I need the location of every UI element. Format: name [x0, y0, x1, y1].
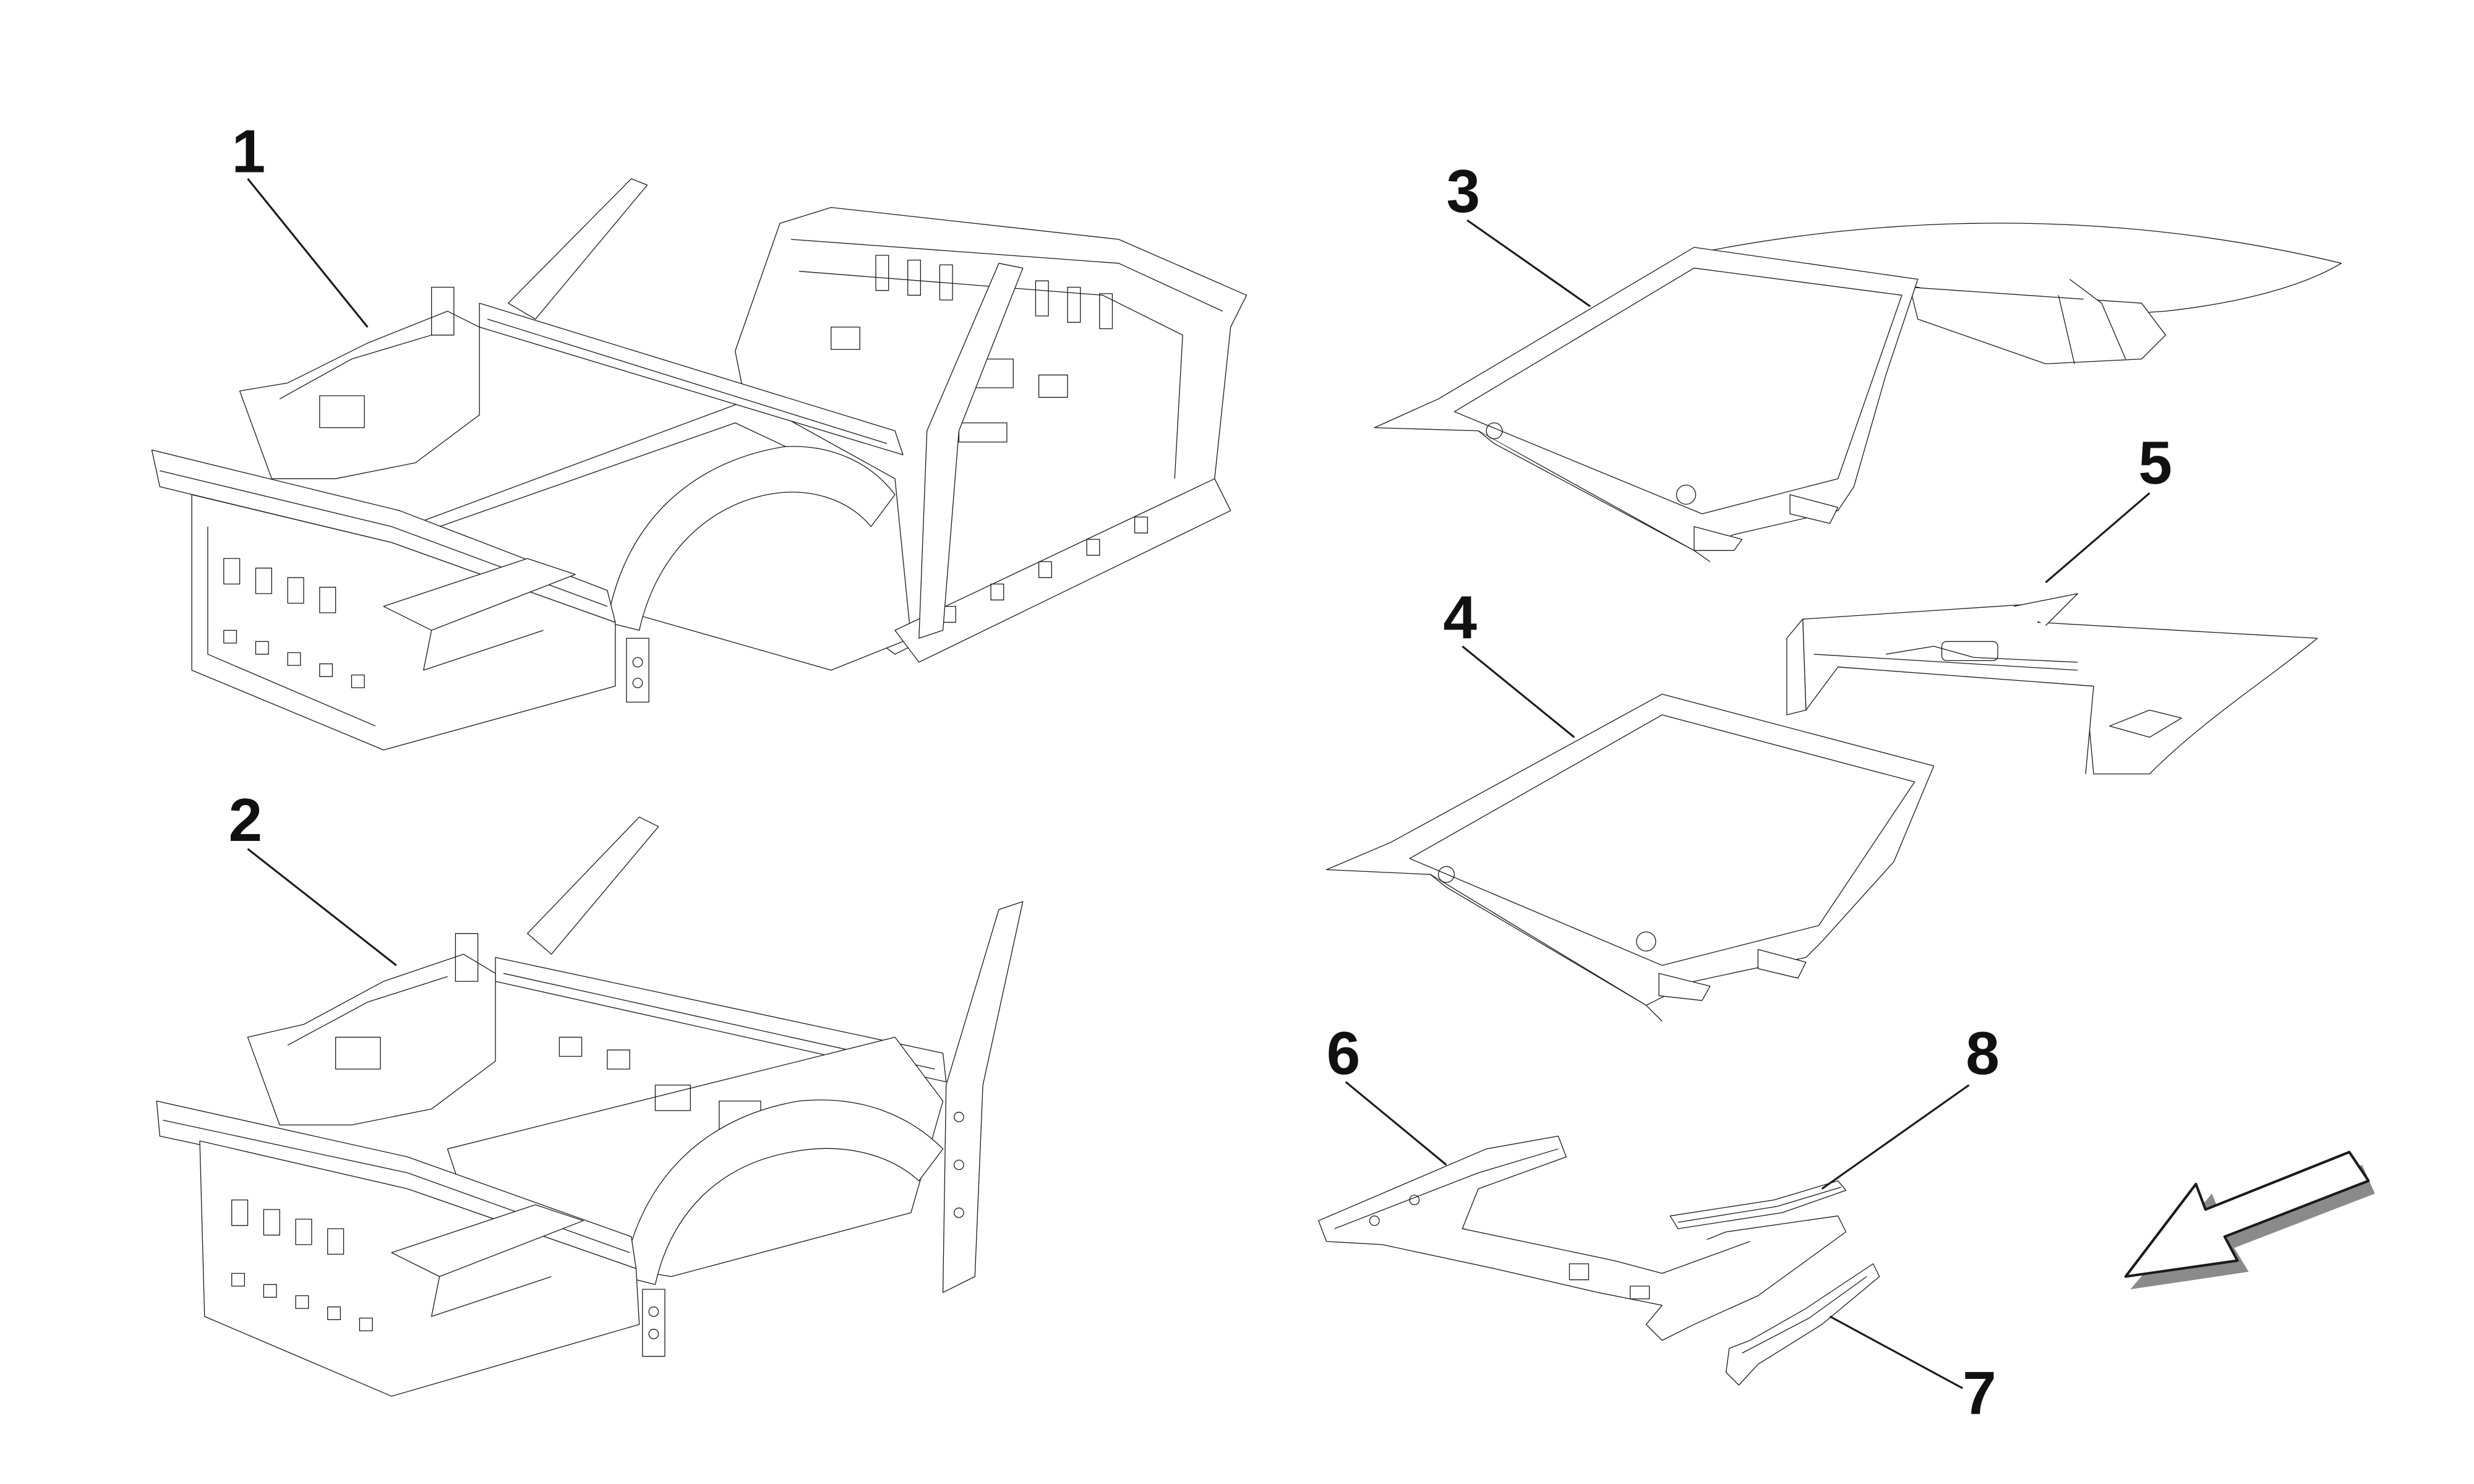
roof-frame-assembly-part[interactable]	[1374, 223, 2341, 561]
lower-trim-strip-part[interactable]	[1726, 1264, 1880, 1385]
callout-number-2: 2	[229, 786, 263, 854]
leader-line-5	[2045, 492, 2151, 584]
callout-number-4: 4	[1443, 583, 1477, 651]
leader-line-2	[247, 848, 397, 966]
callout-number-3: 3	[1447, 157, 1481, 225]
upper-trim-strip-part[interactable]	[1670, 1181, 1846, 1229]
callout-number-8: 8	[1966, 1019, 2000, 1087]
rear-roof-deck-part[interactable]	[1787, 594, 2318, 774]
leader-line-4	[1462, 645, 1575, 738]
leader-line-8	[1821, 1084, 1970, 1190]
windscreen-frame-part[interactable]	[1327, 694, 1934, 1021]
front-body-structure-part[interactable]	[156, 817, 1023, 1396]
callout-number-6: 6	[1327, 1019, 1361, 1087]
complete-body-shell-part[interactable]	[152, 179, 1246, 750]
leader-line-6	[1345, 1081, 1447, 1166]
callout-number-1: 1	[232, 117, 266, 186]
callout-number-7: 7	[1963, 1359, 1997, 1427]
callout-number-5: 5	[2138, 429, 2172, 497]
front-direction-arrow-icon	[2124, 1151, 2375, 1290]
rear-cross-frame-part[interactable]	[1319, 1136, 1846, 1340]
leader-line-3	[1466, 219, 1591, 307]
leader-line-1	[247, 178, 369, 328]
leader-line-7	[1829, 1315, 1963, 1389]
